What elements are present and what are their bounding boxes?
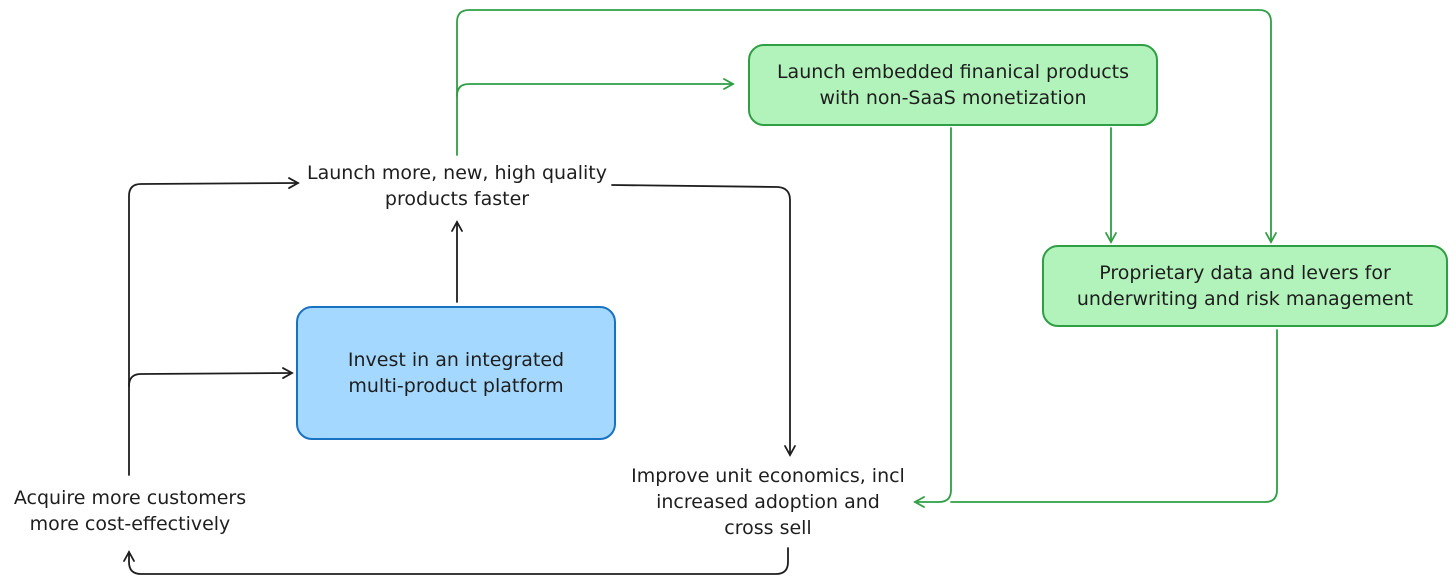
proprietary-data-label: Proprietary data and levers for underwri… bbox=[1076, 262, 1414, 310]
embedded-financial-label: Launch embedded finanical products with … bbox=[776, 61, 1130, 109]
arrow-proprietary-to-improve bbox=[950, 329, 1278, 503]
arrow-launch-to-embedded bbox=[456, 78, 735, 156]
invest-platform-box: Invest in an integrated multi-product pl… bbox=[296, 306, 616, 440]
arrow-launch-to-improve bbox=[611, 184, 796, 457]
arrow-acquire-to-invest bbox=[128, 367, 294, 387]
invest-platform-label: Invest in an integrated multi-product pl… bbox=[347, 349, 565, 397]
green-arrows bbox=[456, 9, 1278, 508]
arrow-improve-to-acquire bbox=[123, 547, 789, 575]
black-arrows bbox=[123, 177, 796, 575]
embedded-financial-box: Launch embedded finanical products with … bbox=[748, 44, 1158, 126]
arrow-launch-to-proprietary bbox=[456, 9, 1277, 244]
arrow-acquire-to-launch bbox=[128, 177, 300, 476]
launch-products-label: Launch more, new, high quality products … bbox=[307, 162, 607, 210]
improve-unit-economics-label: Improve unit economics, incl increased a… bbox=[631, 465, 905, 539]
arrow-embedded-to-improve bbox=[913, 127, 952, 508]
acquire-customers-label: Acquire more customers more cost-effecti… bbox=[13, 487, 247, 535]
proprietary-data-box: Proprietary data and levers for underwri… bbox=[1042, 245, 1448, 327]
